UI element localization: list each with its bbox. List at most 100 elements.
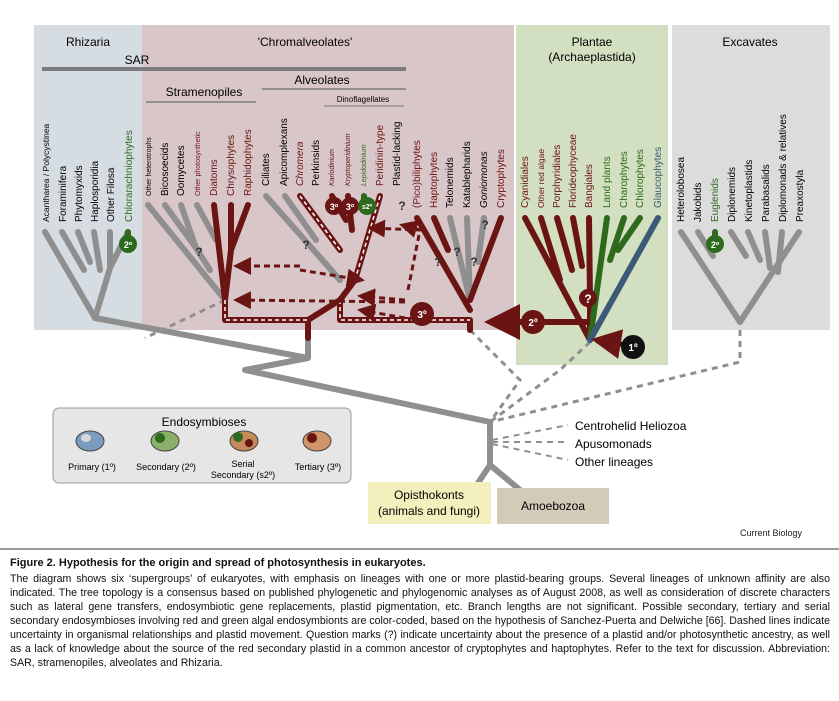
legend-primary-icon <box>75 430 105 452</box>
plantae-title: Plantae <box>572 35 613 49</box>
sar-label: SAR <box>125 53 150 67</box>
alveolates-label: Alveolates <box>294 73 349 87</box>
legend-secondary-icon <box>150 430 180 452</box>
legend-item: Primary (1º) <box>68 462 116 472</box>
badge-label: s2º <box>362 204 373 211</box>
taxon-label: Chrysophytes <box>226 135 237 196</box>
taxon-label: Euglenids <box>710 178 721 222</box>
taxon-label: Heterolobosea <box>676 157 687 222</box>
opisthokonts-sublabel: (animals and fungi) <box>378 504 480 518</box>
legend-serial-icon <box>229 430 259 452</box>
taxon-label: Peridinin-type <box>375 124 386 186</box>
taxon-label: Charophytes <box>619 151 630 208</box>
alveolate-branches <box>263 193 343 283</box>
taxon-label: Raphidophytes <box>243 129 254 196</box>
stramenopile-branches <box>145 202 228 303</box>
transfer-arrow <box>233 291 406 310</box>
badge-label: 3º <box>330 202 339 212</box>
blue-glaucophyte-branch <box>587 215 661 343</box>
taxon-label: Diplonemids <box>727 167 738 222</box>
journal-credit: Current Biology <box>740 528 803 538</box>
badge-circle <box>410 302 434 326</box>
taxon-label: Bicosoecids <box>160 143 171 196</box>
taxon-label: Haplosporidia <box>90 160 101 222</box>
transfer-arrow <box>357 288 406 307</box>
red-stramenopile-branches <box>211 202 251 303</box>
question-mark: ? <box>195 245 202 259</box>
figure-caption-title: Figure 2. Hypothesis for the origin and … <box>10 557 426 569</box>
taxon-label: Diatoms <box>209 159 220 196</box>
badge-label: 2º <box>711 240 720 250</box>
lineage-label: Centrohelid Heliozoa <box>575 419 687 433</box>
phylogeny-diagram: Rhizaria 'Chromalveolates' Plantae (Arch… <box>0 25 839 550</box>
transfer-arrow <box>399 220 421 238</box>
amoebozoa-label: Amoebozoa <box>521 499 585 513</box>
taxon-label: Apicomplexans <box>279 118 290 186</box>
question-mark: ? <box>470 255 477 269</box>
taxon-label: Other red algae <box>536 149 546 208</box>
legend-item: Secondary (s2º) <box>211 470 275 480</box>
lineage-label: Apusomonads <box>575 437 652 451</box>
question-mark: ? <box>398 199 405 213</box>
excavate-branches <box>678 229 802 325</box>
taxon-label: (Pico)biliphytes <box>412 140 423 208</box>
dashed-link <box>144 298 226 340</box>
taxon-label: Perkinsids <box>311 140 322 186</box>
transfer-arrow <box>357 303 406 322</box>
badge-circle <box>119 235 137 253</box>
red-plantae-branches <box>522 215 593 343</box>
taxon-label: Cyanidiales <box>520 156 531 208</box>
legend-title: Endosymbioses <box>162 415 247 429</box>
green-plantae-branches <box>587 215 643 343</box>
taxon-label: Other photosynthetic <box>195 131 202 196</box>
dashed-link <box>491 424 569 461</box>
question-circle <box>579 289 597 307</box>
badge-circle <box>325 197 343 215</box>
chromalveolates-title: 'Chromalveolates' <box>258 35 353 49</box>
taxon-label: Goniomonas <box>479 151 490 208</box>
legend-item: Serial <box>231 459 254 469</box>
taxon-label: Katablepharids <box>462 141 473 208</box>
taxon-label: Glaucophytes <box>653 147 664 208</box>
taxon-label: Florideophyceae <box>568 134 579 208</box>
amoebozoa-box <box>497 488 609 524</box>
question-mark: ? <box>453 245 460 259</box>
taxon-label: Parabasalids <box>761 164 772 222</box>
dashed-link <box>468 328 522 423</box>
badge-circle <box>358 197 376 215</box>
taxon-label: Preaxostyla <box>795 169 806 222</box>
dinoflagellates-label: Dinoflagellates <box>337 95 389 104</box>
legend-box <box>52 407 352 484</box>
legend-tertiary-icon <box>302 430 332 452</box>
figure-caption-body: The diagram shows six ‘supergroups’ of e… <box>10 573 830 669</box>
taxon-label: Bangiales <box>584 164 595 208</box>
question-mark: ? <box>584 292 591 306</box>
excavates-panel <box>672 25 830 330</box>
opisthokonts-box <box>368 482 491 524</box>
taxon-label: Chlorarachniophytes <box>124 130 135 222</box>
badge-label: 2º <box>124 240 133 250</box>
taxon-label: Karlodinium <box>329 149 336 186</box>
taxon-label: Other heterotrophs <box>146 137 153 196</box>
badge-circle <box>521 310 545 334</box>
taxon-label: Phytomyxids <box>74 165 85 222</box>
taxon-label: Foraminifera <box>58 165 69 222</box>
plantae-subtitle: (Archaeplastida) <box>548 50 635 64</box>
badge-circle <box>341 197 359 215</box>
question-mark: ? <box>434 255 441 269</box>
rhizaria-panel <box>34 25 142 330</box>
taxon-label: Acantharea / Polycystinea <box>41 123 51 222</box>
legend-item: Secondary (2º) <box>136 462 196 472</box>
taxon-label: Chlorophytes <box>635 149 646 208</box>
taxon-label: Porphyridiales <box>552 145 563 208</box>
cryptophyte-branches <box>447 215 487 303</box>
lineage-label: Other lineages <box>575 455 653 469</box>
taxon-label: Haptophytes <box>429 152 440 208</box>
taxon-label: Kinetoplastids <box>744 160 755 222</box>
badge-label: 2º <box>528 318 538 329</box>
badge-circle <box>706 235 724 253</box>
badge-label: 1º <box>628 343 638 354</box>
dashed-link <box>489 330 742 424</box>
taxon-label: Diplomonads & relatives <box>778 114 789 222</box>
taxon-label: Telonemids <box>445 157 456 208</box>
